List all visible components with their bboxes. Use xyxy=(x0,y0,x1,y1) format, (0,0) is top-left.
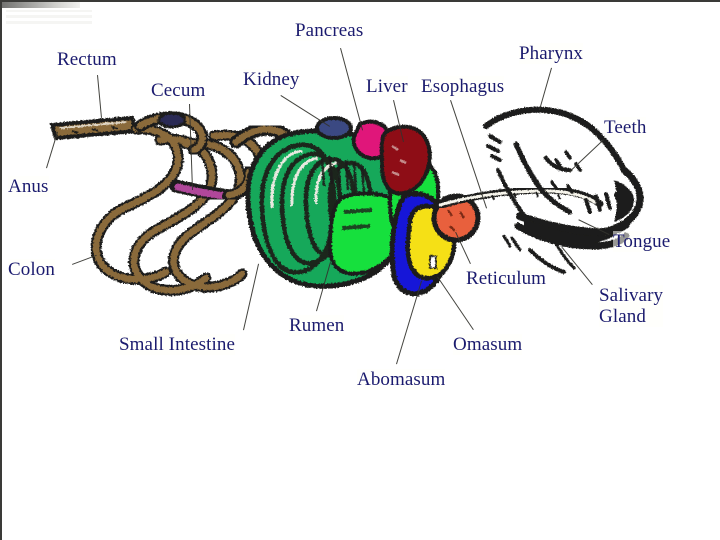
label-reticulum: Reticulum xyxy=(466,268,547,289)
label-liver: Liver xyxy=(366,76,408,97)
label-anus: Anus xyxy=(8,176,49,197)
animal-jaw-mass xyxy=(524,180,634,244)
label-small-intestine: Small Intestine xyxy=(119,334,236,355)
label-pancreas: Pancreas xyxy=(295,20,364,41)
label-pharynx: Pharynx xyxy=(519,43,584,64)
label-colon: Colon xyxy=(8,259,55,280)
slide-frame-top xyxy=(0,0,720,2)
organ-colon-fill xyxy=(92,125,266,294)
label-tongue: Tongue xyxy=(613,231,671,252)
label-abomasum: Abomasum xyxy=(357,369,446,390)
capture-artifact-bar xyxy=(2,2,80,8)
capture-artifact-text xyxy=(6,10,92,24)
animal-head xyxy=(483,106,644,274)
organ-cecum xyxy=(134,111,209,156)
label-teeth: Teeth xyxy=(604,117,647,138)
label-esophagus: Esophagus xyxy=(421,76,505,97)
label-cecum: Cecum xyxy=(151,80,206,101)
label-salivary-gland: Salivary Gland xyxy=(599,285,664,327)
organ-rectum xyxy=(49,115,139,141)
label-kidney: Kidney xyxy=(243,69,300,90)
label-rumen: Rumen xyxy=(289,315,345,336)
organ-liver xyxy=(379,124,432,196)
slide-frame-left xyxy=(0,0,2,540)
label-omasum: Omasum xyxy=(453,334,523,355)
label-rectum: Rectum xyxy=(57,49,117,70)
